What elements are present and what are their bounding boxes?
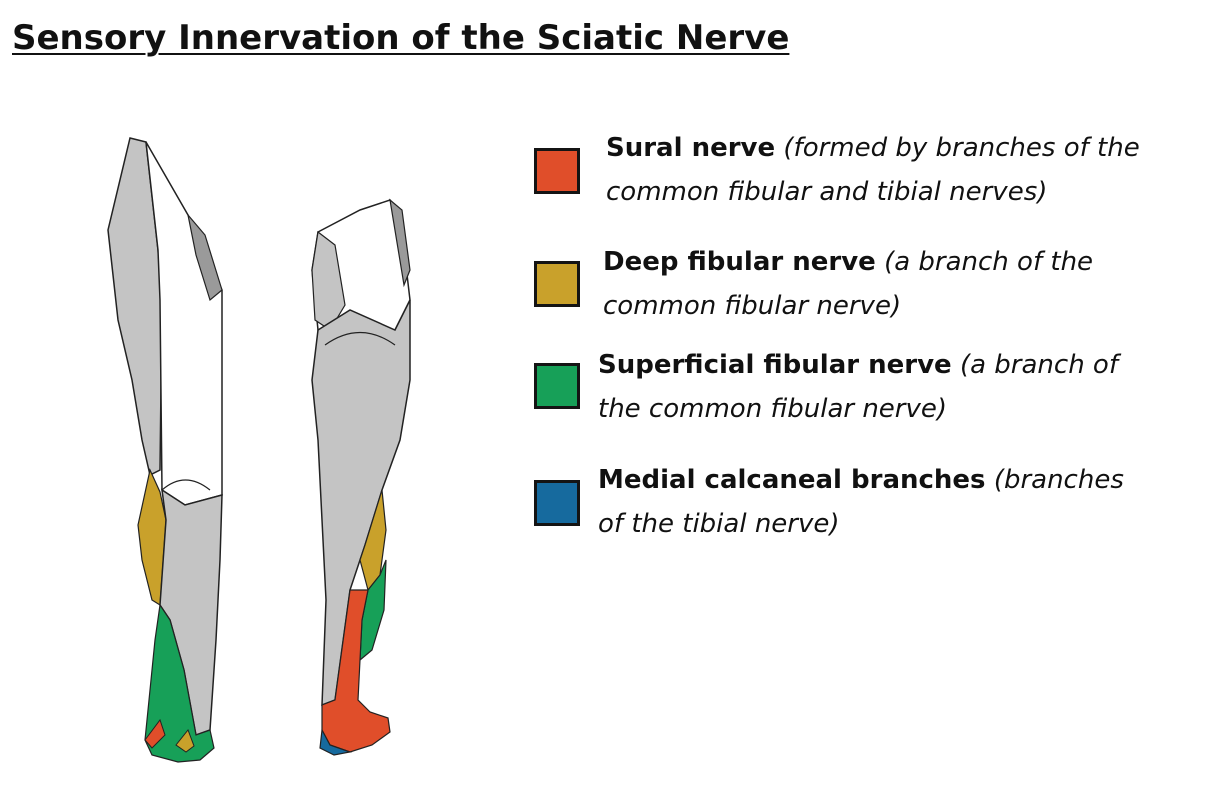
anterior-sural-foot-region — [144, 718, 166, 749]
anterior-leg-view — [107, 137, 223, 763]
posterior-hip-shade — [389, 198, 411, 288]
legend-desc-line1: (formed by branches of the — [783, 133, 1140, 163]
anterior-toe-web-region — [175, 729, 195, 753]
anterior-deep-fibular-region — [137, 468, 167, 607]
legend-desc-line2: common fibular and tibial nerves) — [606, 177, 1048, 207]
legend-label-superficial-fibular: Superficial fibular nerve (a branch of t… — [598, 343, 1118, 431]
posterior-leg-view — [311, 198, 411, 756]
legend-desc-line2: the common fibular nerve) — [598, 394, 948, 424]
diagram-title: Sensory Innervation of the Sciatic Nerve — [12, 18, 790, 58]
legend-swatch-sural — [534, 148, 580, 194]
legend-label-deep-fibular: Deep fibular nerve (a branch of the comm… — [603, 240, 1093, 328]
leg-illustration — [107, 137, 411, 763]
legend-name: Deep fibular nerve — [603, 247, 876, 277]
anterior-hip-shade — [186, 212, 223, 302]
legend-name: Medial calcaneal branches — [598, 465, 986, 495]
legend-name: Superficial fibular nerve — [598, 350, 952, 380]
legend-desc-line1: (branches — [993, 465, 1124, 495]
legend-desc-line2: common fibular nerve) — [603, 291, 902, 321]
legend-label-sural: Sural nerve (formed by branches of the c… — [606, 126, 1140, 214]
anterior-superficial-fibular-region — [144, 603, 215, 763]
legend-desc-line1: (a branch of — [959, 350, 1118, 380]
legend-desc-line2: of the tibial nerve) — [598, 509, 840, 539]
legend-swatch-deep-fibular — [534, 261, 580, 307]
legend-desc-line1: (a branch of the — [884, 247, 1094, 277]
posterior-calf-region — [311, 299, 411, 707]
legend-label-medial-calcaneal: Medial calcaneal branches (branches of t… — [598, 458, 1124, 546]
posterior-sural-region — [321, 589, 391, 753]
legend-swatch-superficial-fibular — [534, 363, 580, 409]
legend-name: Sural nerve — [606, 133, 776, 163]
legend-swatch-medial-calcaneal — [534, 480, 580, 526]
posterior-medial-calcaneal-region — [319, 728, 353, 756]
